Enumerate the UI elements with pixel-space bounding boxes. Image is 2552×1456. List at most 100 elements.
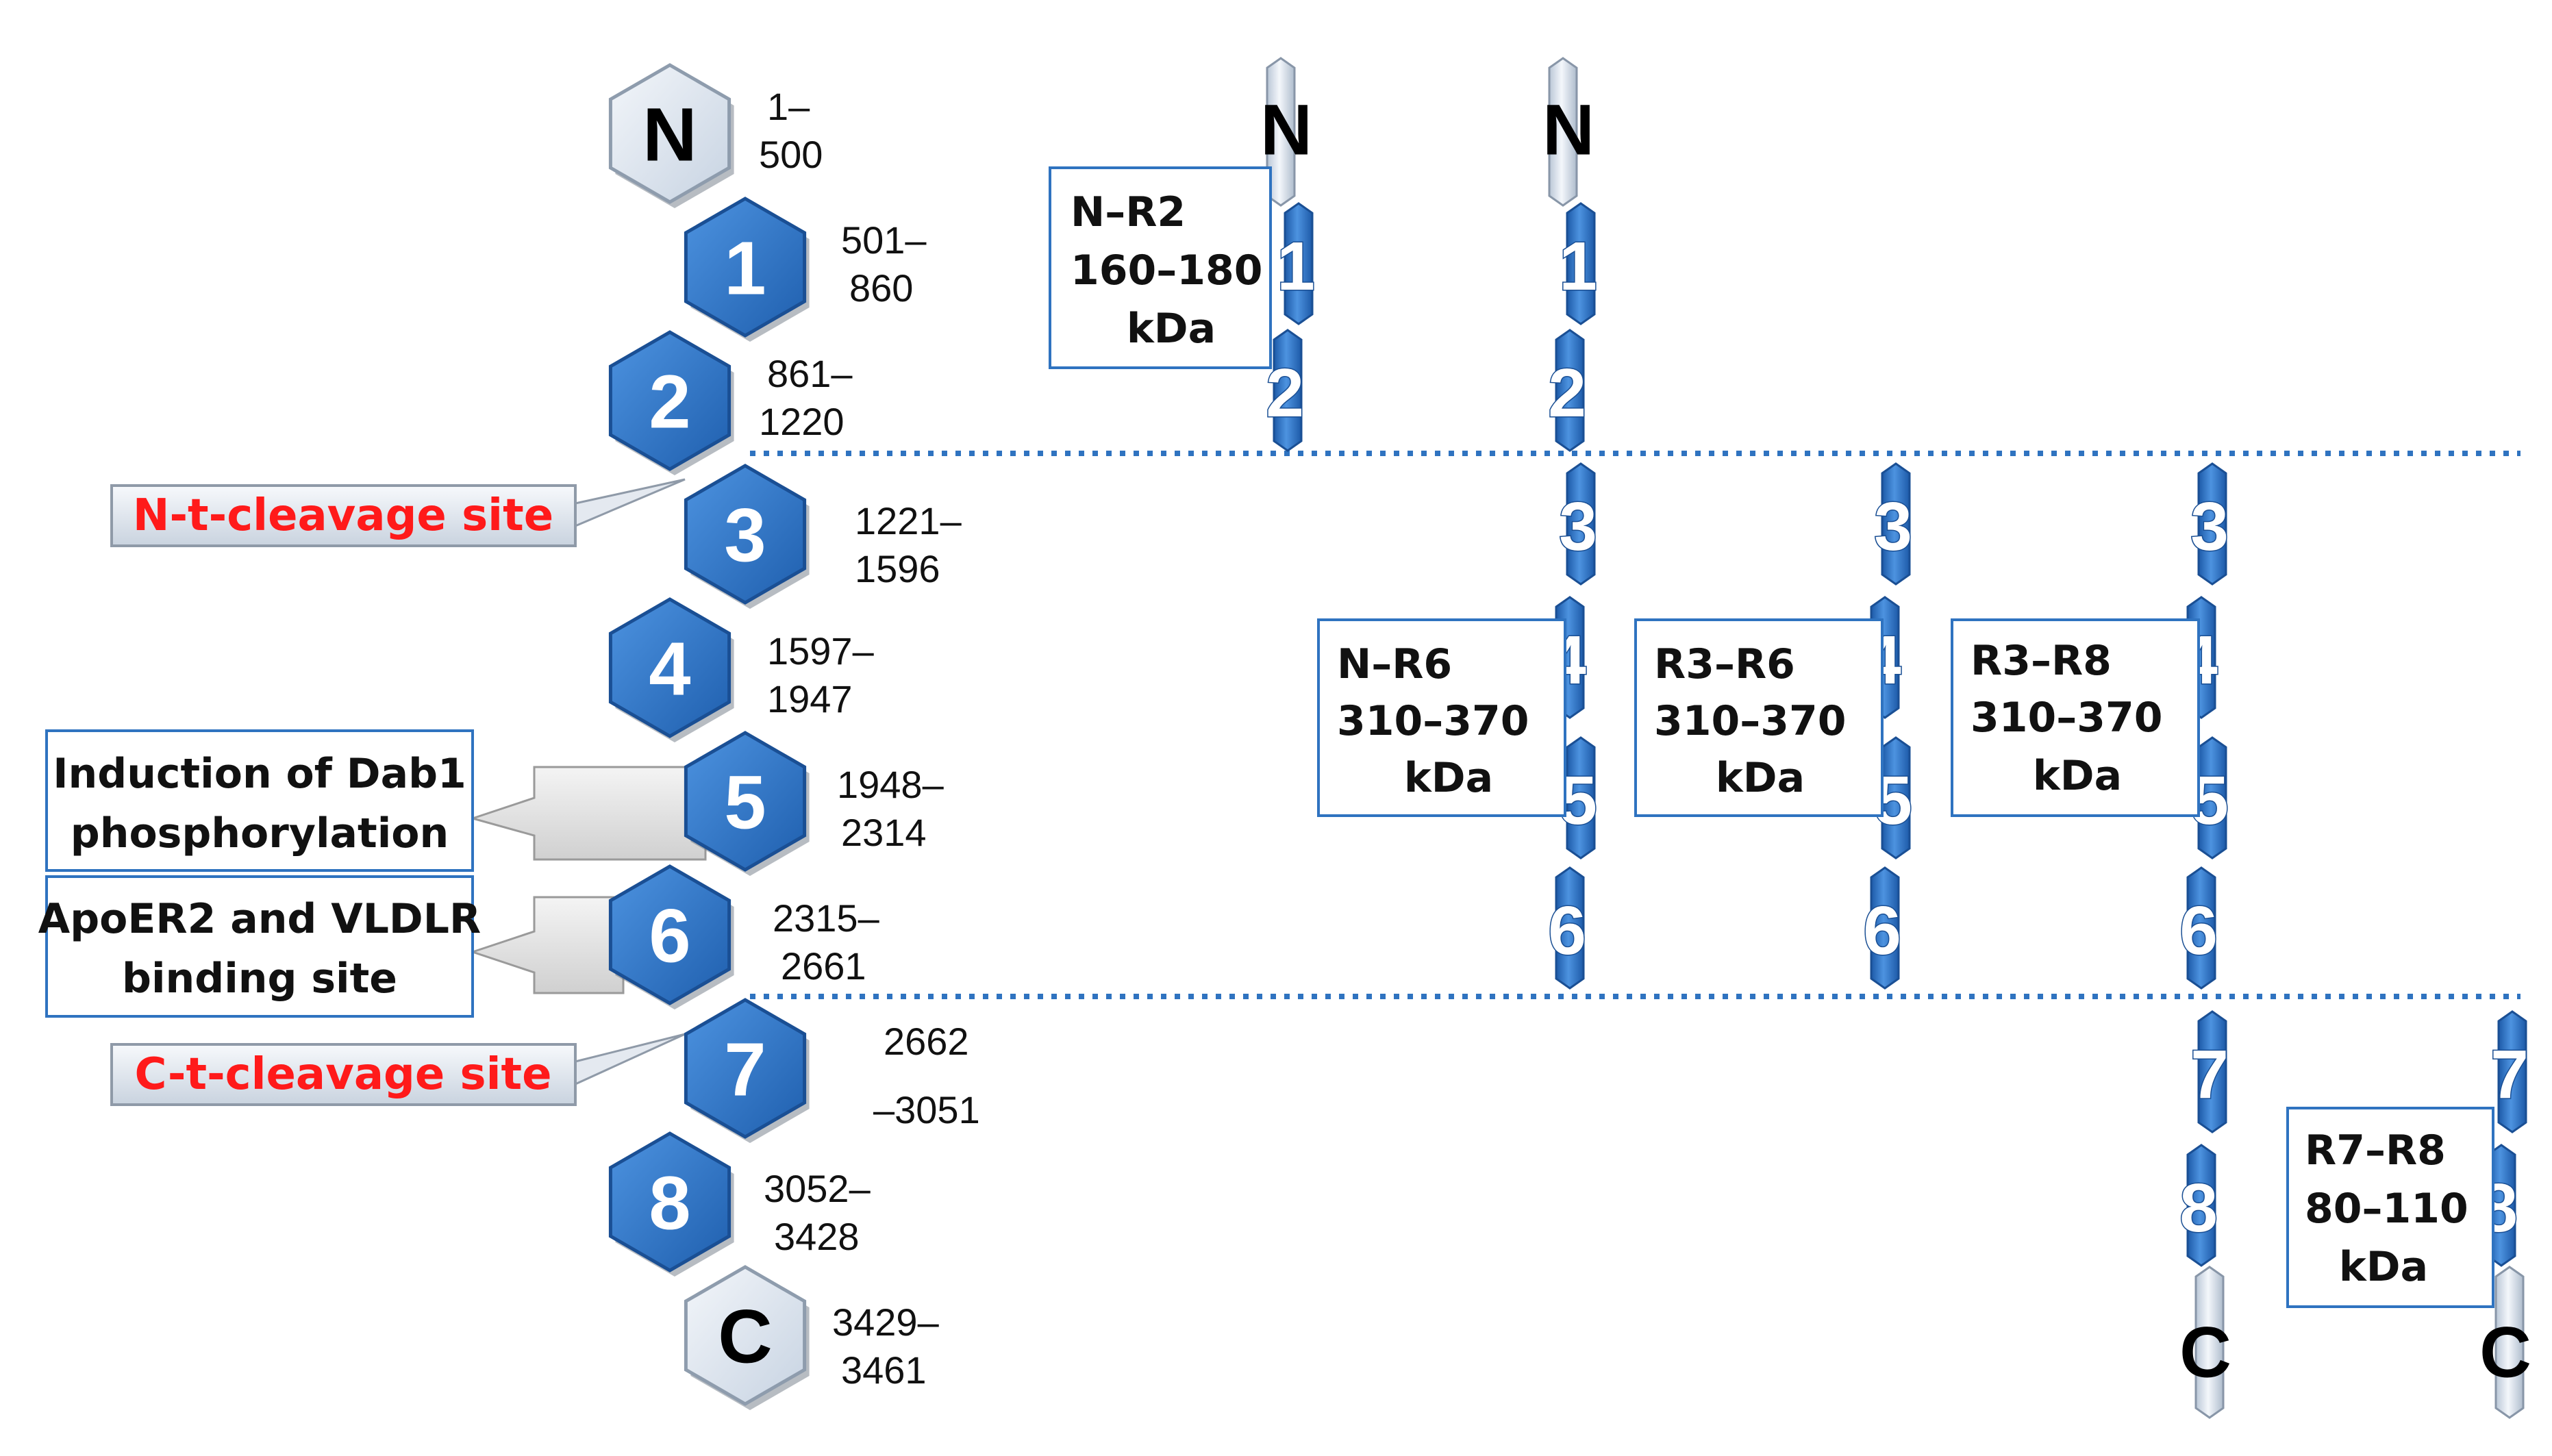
segment-rod bbox=[1273, 329, 1303, 452]
dab1-function-box: Induction of Dab1 phosphorylation bbox=[45, 729, 474, 872]
fragment-name: R3–R6 bbox=[1654, 640, 1795, 688]
fragment-segment-1: 1 bbox=[1558, 202, 1598, 325]
segment-rod bbox=[1881, 462, 1911, 586]
fragment-unit: kDa bbox=[2339, 1243, 2428, 1291]
segment-number: 1 bbox=[1559, 228, 1597, 305]
fragment-segment-6: 6 bbox=[2179, 866, 2218, 990]
segment-rod bbox=[1566, 736, 1596, 859]
fragment-segment-3: 3 bbox=[1873, 462, 1913, 586]
segment-rod bbox=[2497, 1010, 2527, 1133]
domain-label: 7 bbox=[724, 1028, 766, 1112]
segment-rod bbox=[2197, 736, 2227, 859]
fragment-segment-2: 2 bbox=[1547, 329, 1587, 452]
segment-number: 3 bbox=[1874, 488, 1912, 565]
domain-range-start: 2315– bbox=[773, 896, 880, 940]
fragment-box-n-r6: N–R6 310–370 kDa bbox=[1317, 618, 1566, 817]
domain-range-end: 2314 bbox=[841, 811, 927, 854]
domain-range-end: 2661 bbox=[781, 944, 866, 988]
c-cleavage-site-banner: C-t-cleavage site bbox=[110, 1033, 686, 1106]
n-terminus-letter: N bbox=[1542, 90, 1594, 171]
domain-range-end: 1947 bbox=[767, 677, 853, 720]
domain-range-start: 3429– bbox=[832, 1301, 940, 1344]
n-terminus-letter: N bbox=[1260, 90, 1312, 171]
hexagon-shape bbox=[608, 330, 731, 471]
fragment-segment-8: 8 bbox=[2179, 1144, 2218, 1267]
fragment-box-r7-r8: R7–R8 80–110 kDa bbox=[2286, 1107, 2494, 1308]
hexagon-shape bbox=[608, 597, 731, 738]
fragment-mass: 310–370 bbox=[1654, 697, 1847, 745]
fragment-name: R3–R8 bbox=[1971, 637, 2112, 685]
hexagon-shape bbox=[608, 63, 731, 204]
segment-rod bbox=[1555, 866, 1585, 990]
n-cleavage-site-label: N-t-cleavage site bbox=[133, 490, 553, 541]
fragment-segment-6: 6 bbox=[1862, 866, 1902, 990]
c-terminus-rod bbox=[2494, 1266, 2525, 1419]
domain-range-end: 860 bbox=[849, 266, 913, 310]
segment-rod bbox=[2197, 462, 2227, 586]
repeat-8-hexagon: 8 3052– 3428 bbox=[608, 1131, 871, 1277]
receptor-function-line1: ApoER2 and VLDLR bbox=[38, 895, 481, 943]
domain-range-end: 1220 bbox=[759, 400, 845, 443]
domain-range-start: 3052– bbox=[764, 1167, 871, 1210]
domain-range-end: 3461 bbox=[841, 1348, 927, 1392]
segment-number: 2 bbox=[1266, 355, 1304, 431]
n-terminus-rod bbox=[1548, 57, 1578, 207]
receptor-callout-arrow bbox=[469, 896, 625, 994]
domain-label: N bbox=[642, 93, 697, 177]
segment-rod bbox=[1555, 329, 1585, 452]
segment-number: 6 bbox=[2179, 892, 2218, 969]
domain-range-end: 3428 bbox=[774, 1215, 860, 1258]
fragment-mass: 80–110 bbox=[2305, 1185, 2468, 1233]
hexagon-shape bbox=[684, 464, 807, 605]
fragment-unit: kDa bbox=[2033, 752, 2122, 800]
fragment-segment-6: 6 bbox=[1547, 866, 1587, 990]
n-cleavage-site-banner: N-t-cleavage site bbox=[110, 478, 686, 547]
fragment-unit: kDa bbox=[1127, 305, 1216, 353]
c-terminus-letter: C bbox=[2479, 1313, 2531, 1393]
fragment-column: 345678C bbox=[2179, 462, 2231, 1419]
fragment-name: R7–R8 bbox=[2305, 1127, 2446, 1175]
repeat-4-hexagon: 4 1597–1947 bbox=[608, 597, 875, 742]
hexagon-shape bbox=[684, 731, 807, 872]
dab1-function-line2: phosphorylation bbox=[71, 809, 449, 857]
segment-rod bbox=[1881, 736, 1911, 859]
domain-label: 4 bbox=[649, 627, 690, 712]
fragment-unit: kDa bbox=[1716, 754, 1805, 802]
fragment-mass: 310–370 bbox=[1337, 697, 1529, 745]
segment-number: 3 bbox=[1559, 488, 1597, 565]
domain-range-start: 1597– bbox=[767, 629, 875, 673]
fragment-box-r3-r6: R3–R6 310–370 kDa bbox=[1634, 618, 1884, 817]
dab1-callout-arrow bbox=[468, 766, 707, 861]
segment-rod bbox=[1566, 462, 1596, 586]
segment-number: 6 bbox=[1548, 892, 1586, 969]
fragment-columns: N12N1234563456345678C78C bbox=[1260, 57, 2531, 1419]
fragment-segment-7: 7 bbox=[2490, 1010, 2529, 1133]
domain-label: 8 bbox=[649, 1162, 690, 1246]
c-terminus-letter: C bbox=[2179, 1313, 2231, 1393]
segment-rod bbox=[2186, 866, 2216, 990]
domain-range-start: 1– bbox=[767, 85, 810, 128]
dab1-function-line1: Induction of Dab1 bbox=[53, 750, 466, 798]
fragment-mass: 160–180 bbox=[1071, 247, 1263, 294]
segment-rod bbox=[1566, 202, 1596, 325]
receptor-function-box: ApoER2 and VLDLR binding site bbox=[38, 875, 481, 1018]
segment-number: 2 bbox=[1548, 355, 1586, 431]
repeat-7-hexagon: 7 2662 –3051 bbox=[684, 998, 980, 1143]
domain-range-end: –3051 bbox=[873, 1088, 980, 1131]
domain-range-start: 2662 bbox=[884, 1020, 969, 1063]
domain-range-start: 501– bbox=[841, 218, 927, 262]
fragment-segment-7: 7 bbox=[2190, 1010, 2229, 1133]
segment-number: 7 bbox=[2490, 1036, 2529, 1113]
fragment-segment-3: 3 bbox=[1558, 462, 1598, 586]
hexagon-shape bbox=[684, 998, 807, 1139]
hexagon-shape bbox=[608, 864, 731, 1005]
hexagon-shape bbox=[684, 1265, 807, 1406]
segment-number: 7 bbox=[2190, 1036, 2229, 1113]
fragment-box-n-r2: N–R2 160–180 kDa bbox=[1049, 166, 1272, 369]
